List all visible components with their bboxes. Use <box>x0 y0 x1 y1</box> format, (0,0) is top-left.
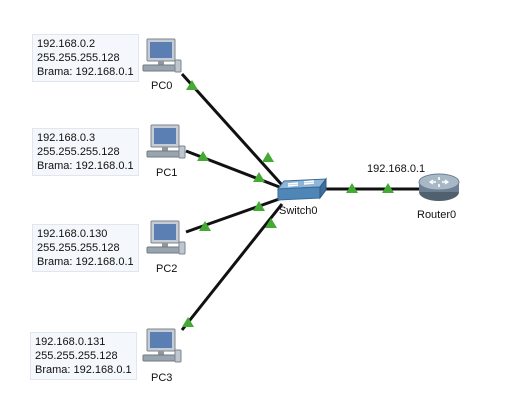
pc0-gateway: Brama: 192.168.0.1 <box>37 66 134 78</box>
pc1-ip: 192.168.0.3 <box>37 132 96 144</box>
link-status-router <box>382 183 394 193</box>
pc2-device[interactable] <box>144 220 186 265</box>
switch0-device[interactable] <box>276 176 328 209</box>
pc-icon <box>146 124 186 159</box>
pc3-ip-note: 192.168.0.131 255.255.255.128 Brama: 192… <box>30 332 137 380</box>
pc3-device[interactable] <box>140 328 182 373</box>
pc0-device[interactable] <box>140 38 182 83</box>
link-status-switch-pc0 <box>262 152 274 162</box>
pc-icon <box>142 328 182 363</box>
pc0-ip-note: 192.168.0.2 255.255.255.128 Brama: 192.1… <box>32 34 139 82</box>
pc3-label: PC3 <box>151 372 173 384</box>
pc1-ip-note: 192.168.0.3 255.255.255.128 Brama: 192.1… <box>32 128 139 176</box>
pc-icon <box>142 38 182 73</box>
pc2-ip: 192.168.0.130 <box>37 228 108 240</box>
pc1-label: PC1 <box>156 167 178 179</box>
pc-icon <box>146 220 186 255</box>
link-status-switch-router <box>346 183 358 193</box>
router0-ip-label: 192.168.0.1 <box>367 163 426 175</box>
pc0-ip: 192.168.0.2 <box>37 38 96 50</box>
link-pc3-switch[interactable] <box>180 203 284 331</box>
pc1-gateway: Brama: 192.168.0.1 <box>37 160 134 172</box>
link-status-switch-pc2 <box>253 201 265 211</box>
pc3-ip: 192.168.0.131 <box>35 336 106 348</box>
pc0-mask: 255.255.255.128 <box>37 52 120 64</box>
link-status-pc2 <box>199 221 211 231</box>
pc3-gateway: Brama: 192.168.0.1 <box>35 364 132 376</box>
router0-device[interactable] <box>416 170 462 211</box>
router-icon <box>418 173 460 201</box>
pc2-mask: 255.255.255.128 <box>37 242 120 254</box>
switch0-label: Switch0 <box>279 205 318 217</box>
link-status-pc1 <box>197 151 209 161</box>
pc2-ip-note: 192.168.0.130 255.255.255.128 Brama: 192… <box>32 224 139 272</box>
pc2-gateway: Brama: 192.168.0.1 <box>37 256 134 268</box>
pc2-label: PC2 <box>156 263 178 275</box>
link-status-pc0 <box>186 80 198 90</box>
pc1-device[interactable] <box>144 124 186 169</box>
pc3-mask: 255.255.255.128 <box>35 350 118 362</box>
link-status-switch-pc3 <box>265 218 277 228</box>
pc1-mask: 255.255.255.128 <box>37 146 120 158</box>
link-pc0-switch[interactable] <box>180 72 284 187</box>
link-status-switch-pc1 <box>253 172 265 182</box>
router0-label: Router0 <box>417 209 457 221</box>
pc0-label: PC0 <box>151 80 173 92</box>
switch-icon <box>276 177 328 201</box>
link-status-pc3 <box>182 317 194 327</box>
